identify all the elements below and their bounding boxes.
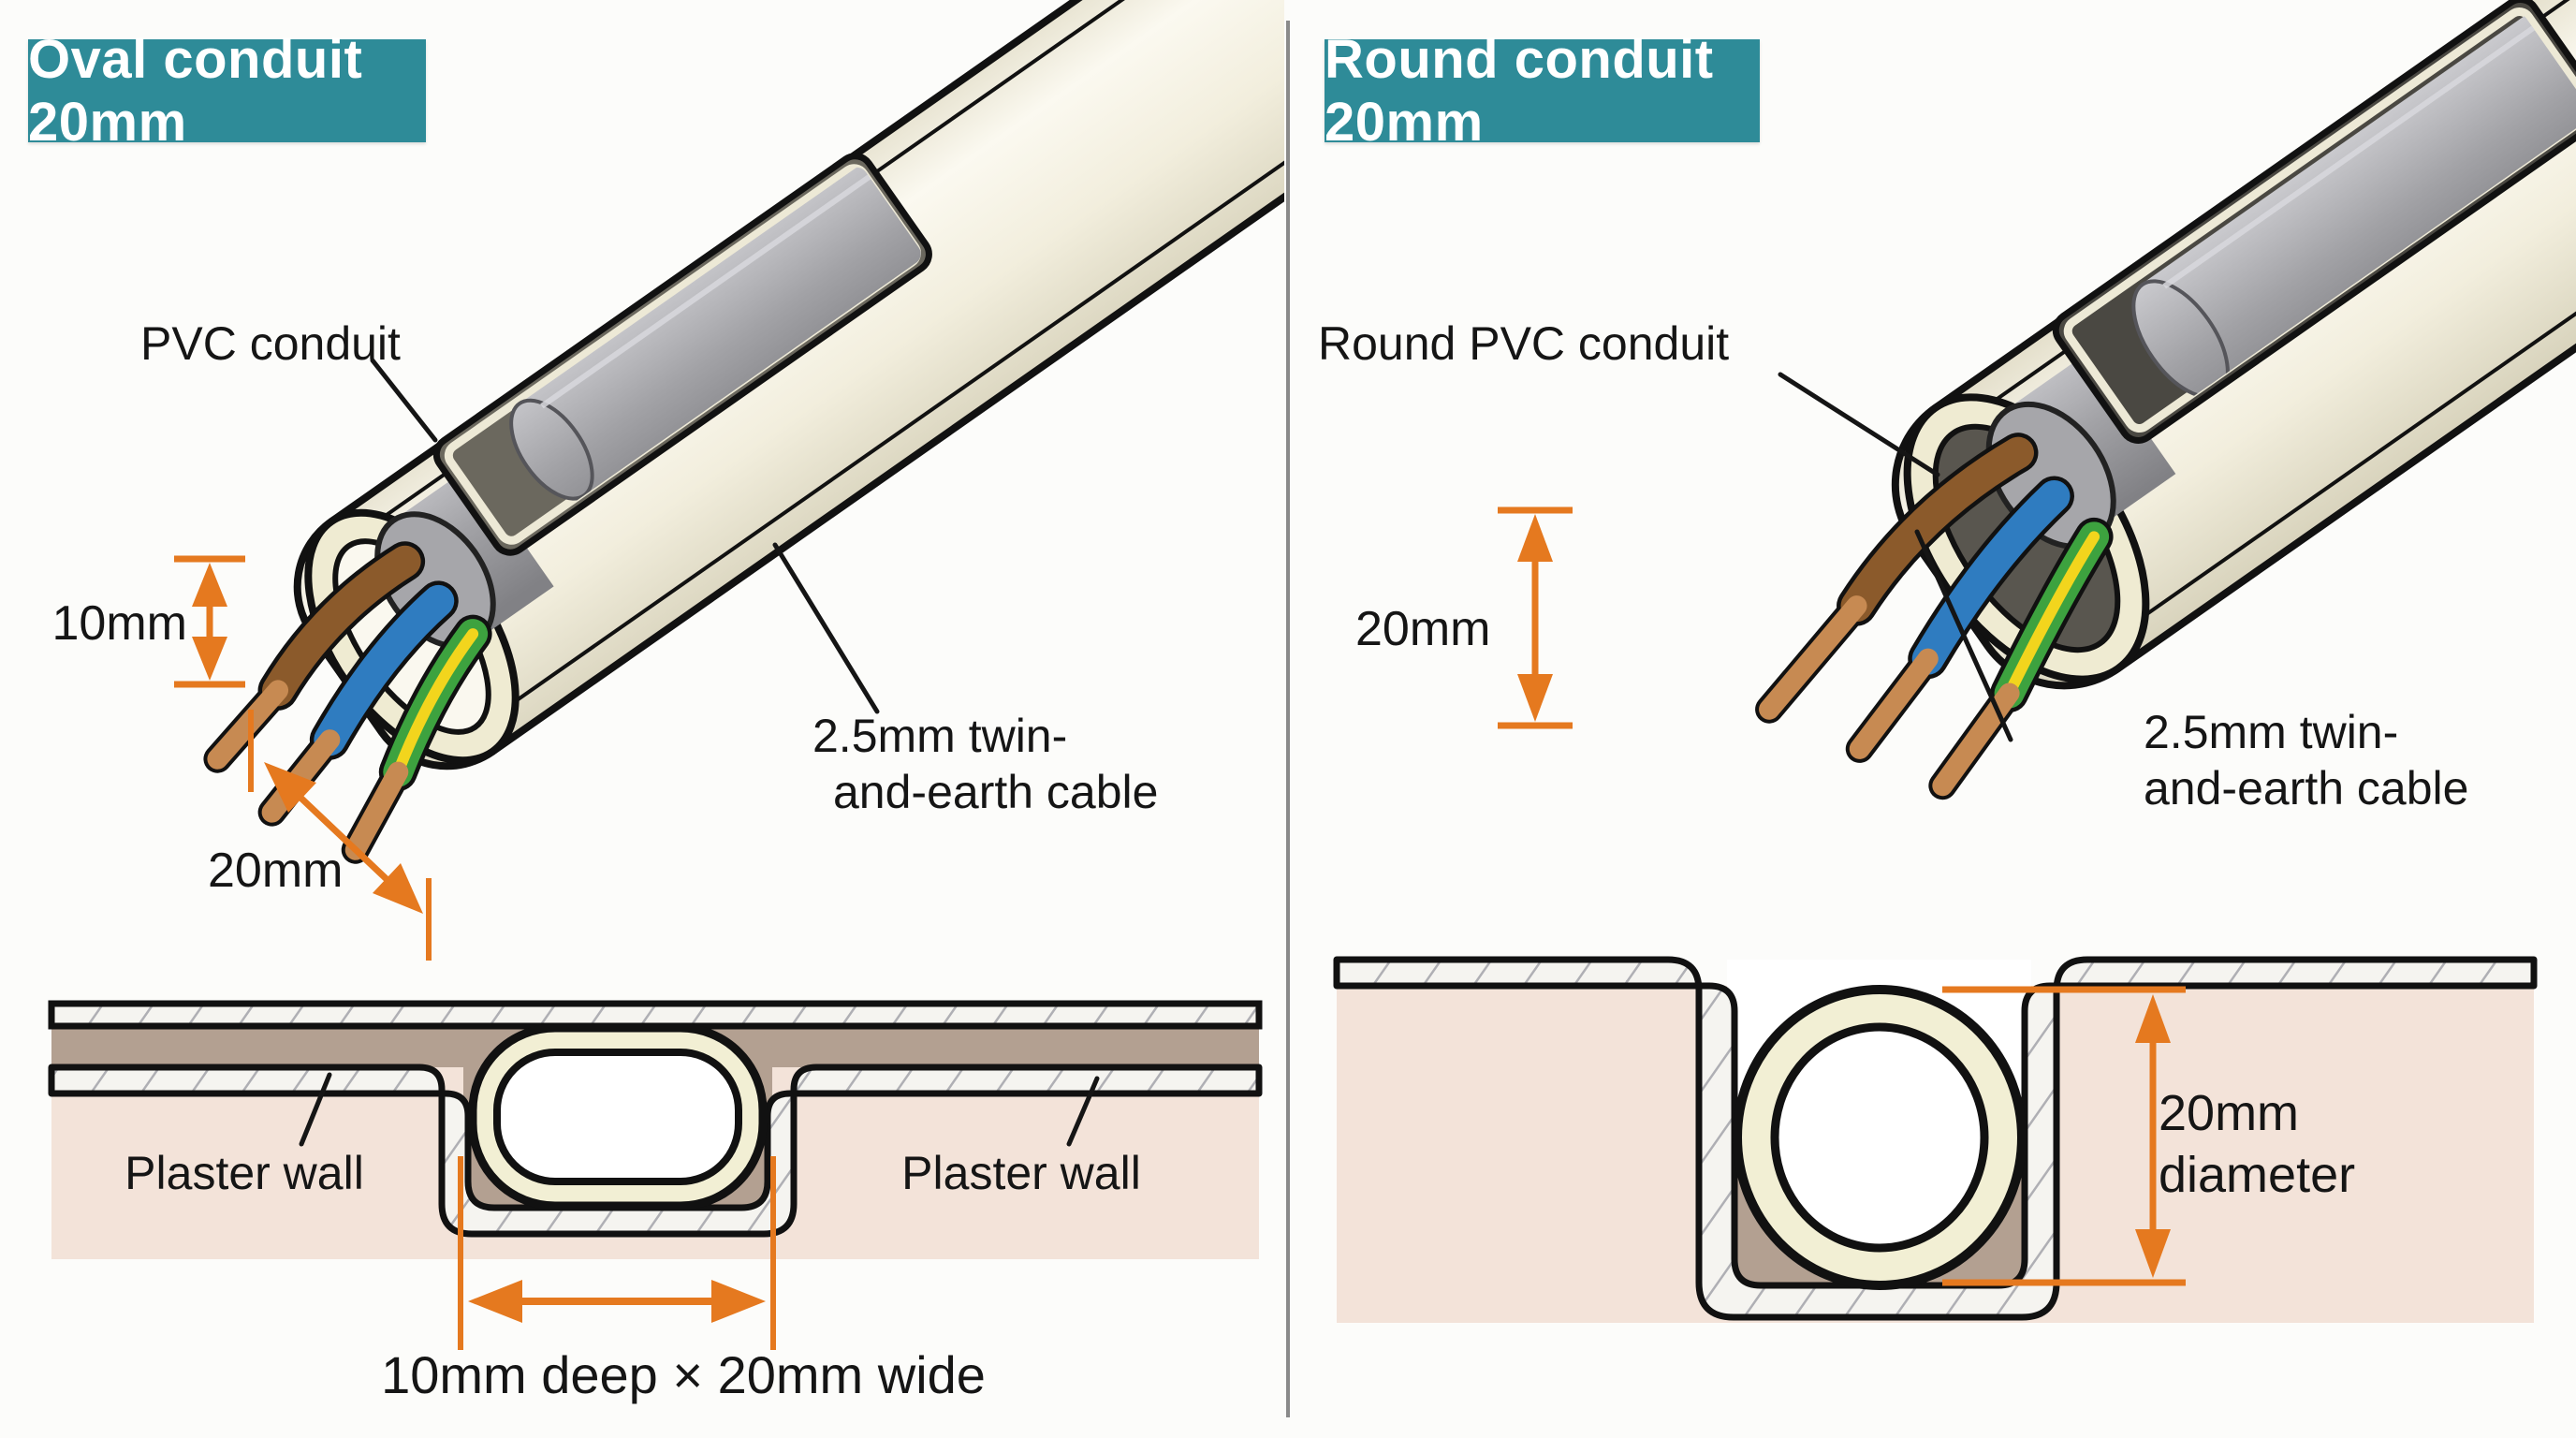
twin-and-earth-wires [1755, 433, 2114, 800]
twin-and-earth-wires [203, 541, 492, 864]
left-cable-label-line2: and-earth cable [833, 766, 1159, 818]
dimension-annotations [174, 506, 2186, 1350]
left-height-dimension-label: 10mm [51, 596, 187, 651]
pvc-conduit-label: PVC conduit [140, 317, 401, 370]
right-chase-dimension-label: 20mm diameter [2159, 1082, 2355, 1206]
round-conduit-cross-section [1733, 985, 2027, 1290]
right-cable-label-line1: 2.5mm twin- [2144, 706, 2399, 758]
plaster-wall-label-right: Plaster wall [901, 1147, 1141, 1199]
right-wall-cross-section [1333, 956, 2538, 1323]
right-chase-dimension-line1: 20mm [2159, 1085, 2300, 1141]
right-cable-label: 2.5mm twin- and-earth cable [2144, 704, 2468, 816]
round-conduit-3d [1755, 0, 2576, 800]
left-cable-label: 2.5mm twin- and-earth cable [812, 708, 1158, 820]
oval-conduit-3d [203, 0, 1284, 864]
right-cable-label-line2: and-earth cable [2144, 762, 2469, 814]
left-title-banner: Oval conduit 20mm [28, 29, 426, 153]
right-title-banner: Round conduit 20mm [1325, 29, 1760, 153]
leader-lines [299, 358, 2013, 1147]
left-title: Oval conduit 20mm [28, 29, 363, 153]
round-pvc-conduit-label: Round PVC conduit [1318, 317, 1730, 370]
panel-divider [1286, 21, 1290, 1417]
left-chase-dimension-label: 10mm deep × 20mm wide [381, 1345, 986, 1404]
left-wall-cross-section [48, 1000, 1263, 1259]
left-width-dimension-label: 20mm [208, 844, 344, 898]
right-title: Round conduit 20mm [1325, 29, 1714, 153]
oval-conduit-cross-section [468, 1023, 768, 1211]
right-chase-dimension-line2: diameter [2159, 1147, 2356, 1203]
left-cable-label-line1: 2.5mm twin- [812, 710, 1068, 762]
plaster-wall-label-left: Plaster wall [124, 1147, 364, 1199]
right-diameter-dimension-label: 20mm [1355, 602, 1491, 656]
